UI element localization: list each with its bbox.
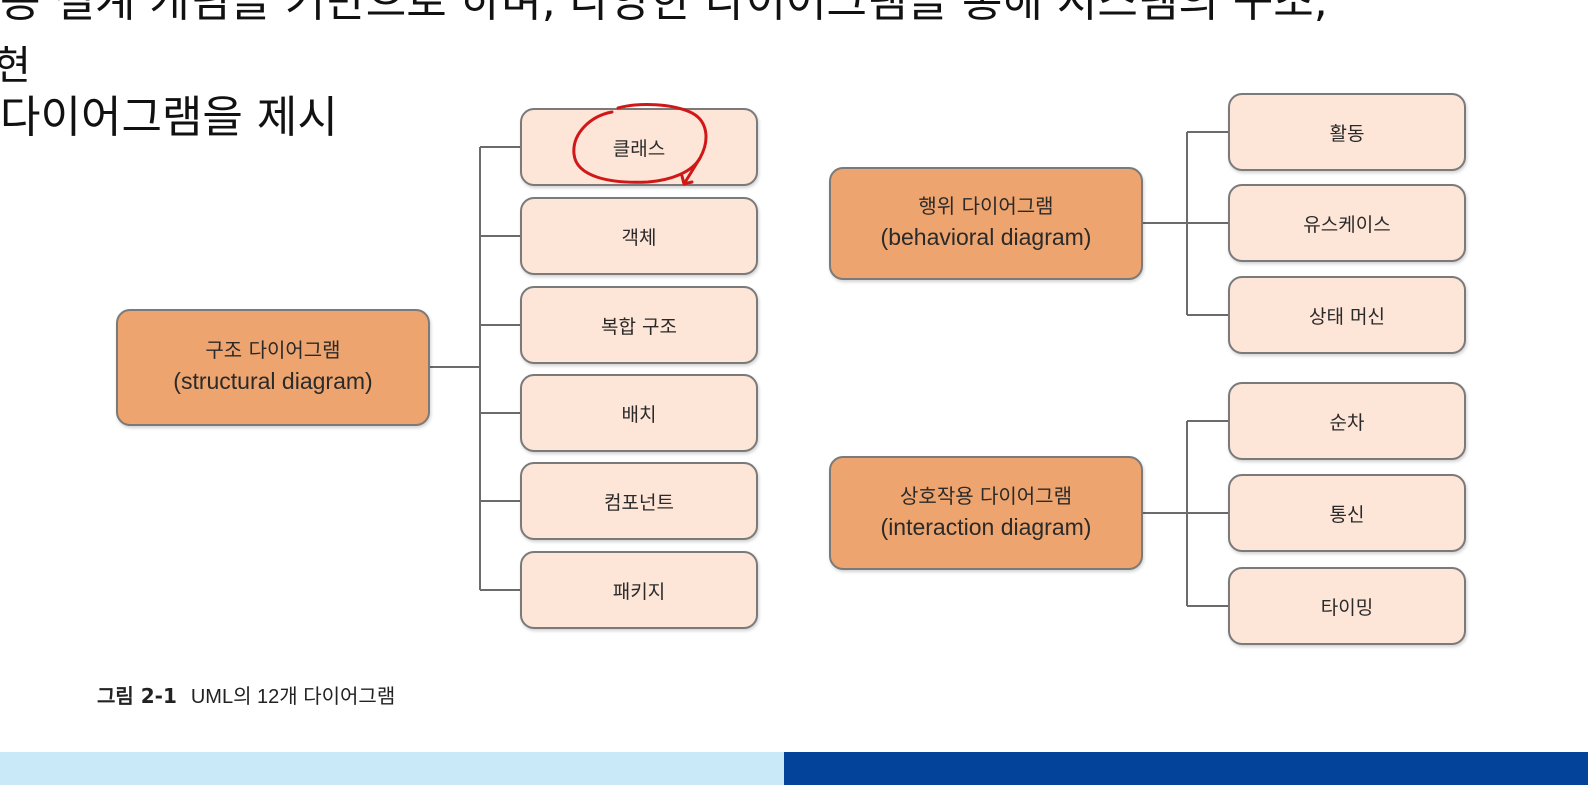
footer-bar-left [0,752,784,785]
structural-diagram-box: 구조 다이어그램 (structural diagram) [116,309,430,426]
structural-diagram-ko: 구조 다이어그램 [205,338,341,363]
interaction-diagram-en: (interaction diagram) [880,513,1092,540]
deployment-diagram-box: 배치 [520,374,758,452]
sequence-diagram-box: 순차 [1228,382,1466,460]
slide-text-line-3: 다이어그램을 제시 [0,92,338,143]
red-circle-annotation [572,103,708,186]
state-machine-diagram-box: 상태 머신 [1228,276,1466,354]
behavioral-diagram-ko: 행위 다이어그램 [918,194,1054,219]
figure-caption-text: UML의 12개 다이어그램 [190,686,396,708]
footer-bar-right [784,752,1588,785]
interaction-diagram-ko: 상호작용 다이어그램 [900,483,1072,508]
figure-caption: 그림 2-1 UML의 12개 다이어그램 [97,680,395,709]
behavioral-diagram-box: 행위 다이어그램 (behavioral diagram) [829,167,1143,280]
activity-diagram-box: 활동 [1228,93,1466,171]
structural-diagram-en: (structural diagram) [173,368,373,395]
slide-text-line-2: 현 [0,43,31,89]
behavioral-diagram-en: (behavioral diagram) [880,224,1092,251]
class-diagram-box: 클래스 [520,108,758,186]
component-diagram-box: 컴포넌트 [520,462,758,540]
package-diagram-box: 패키지 [520,551,758,629]
interaction-diagram-box: 상호작용 다이어그램 (interaction diagram) [829,456,1143,570]
composite-structure-diagram-box: 복합 구조 [520,286,758,364]
object-diagram-box: 객체 [520,197,758,275]
timing-diagram-box: 타이밍 [1228,567,1466,645]
communication-diagram-box: 통신 [1228,474,1466,552]
figure-caption-label: 그림 2-1 [97,684,177,708]
use-case-diagram-box: 유스케이스 [1228,184,1466,262]
slide-text-line-1: 동 설계 개념을 기반으로 하며, 다양한 다이어그램을 통해 시스템의 구조, [0,0,1328,27]
